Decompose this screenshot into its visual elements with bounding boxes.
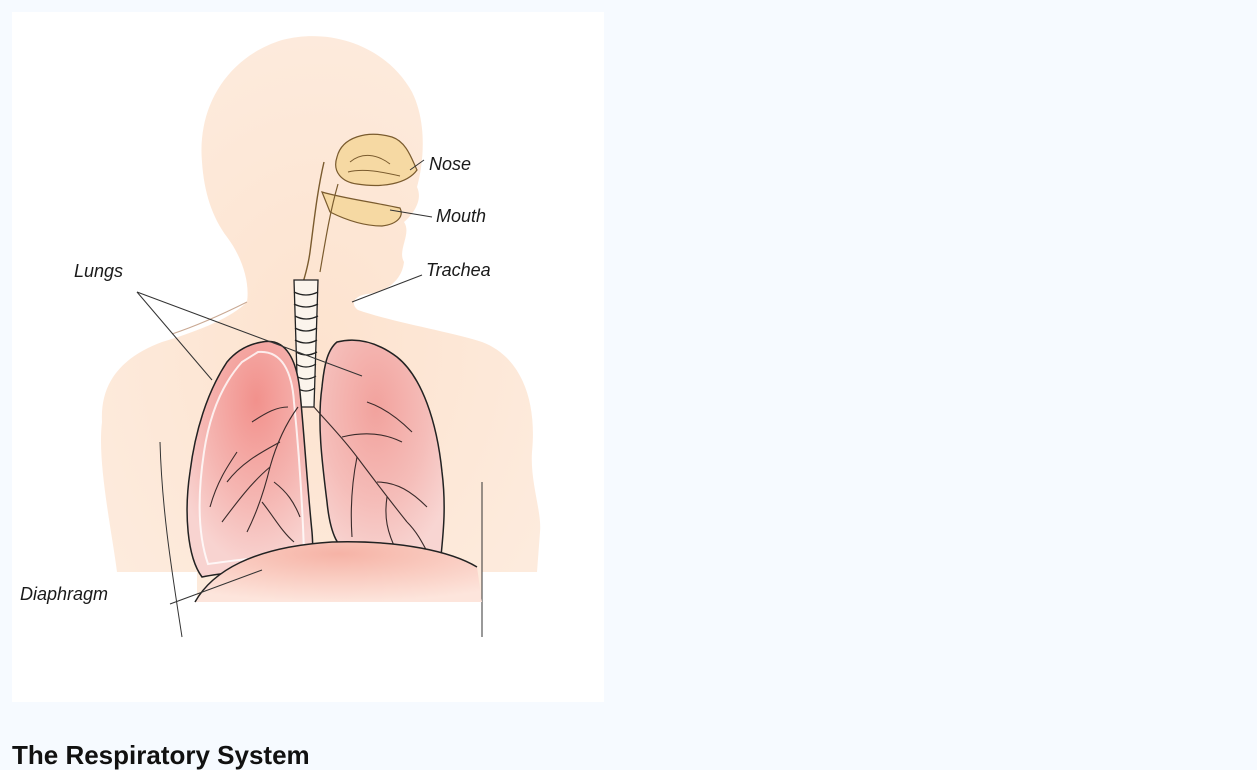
respiratory-diagram: Nose Mouth Lungs Trachea Diaphragm bbox=[12, 12, 604, 702]
label-diaphragm: Diaphragm bbox=[20, 584, 108, 604]
diagram-caption: The Respiratory System bbox=[12, 740, 310, 770]
body-silhouette bbox=[101, 36, 540, 602]
label-lungs: Lungs bbox=[74, 261, 123, 281]
label-nose: Nose bbox=[429, 154, 471, 174]
label-trachea: Trachea bbox=[426, 260, 491, 280]
label-mouth: Mouth bbox=[436, 206, 486, 226]
